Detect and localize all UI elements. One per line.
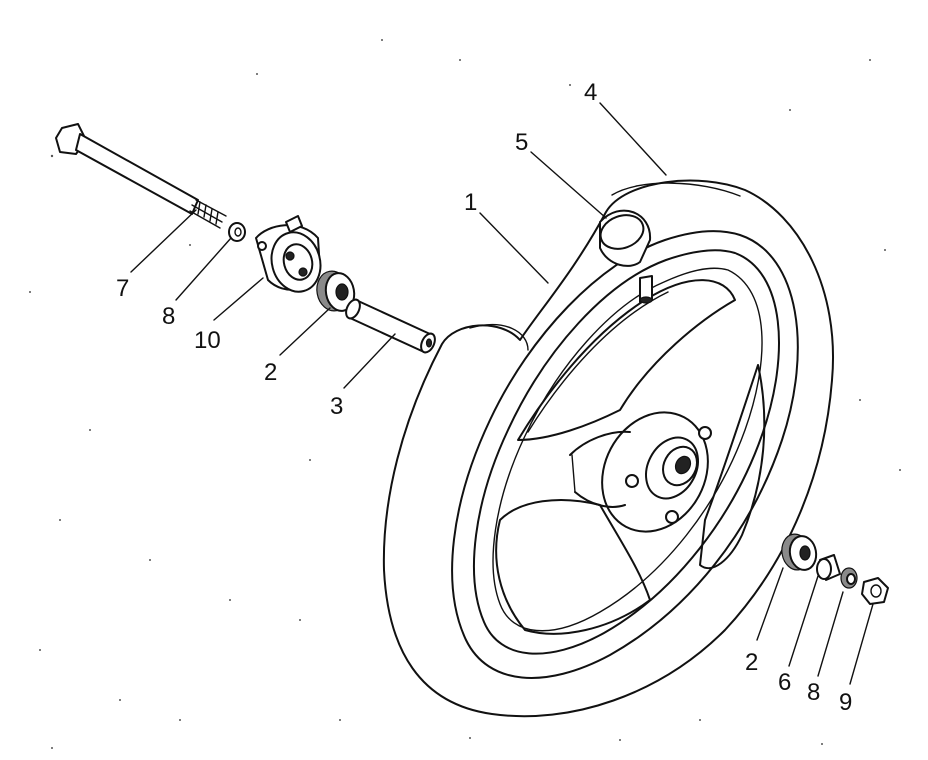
- nut: [861, 577, 889, 605]
- bearing-right: [781, 533, 818, 571]
- callout-speedometer-gear-box: 10: [194, 327, 221, 354]
- valve-cap: [599, 209, 652, 267]
- callout-collar: 6: [778, 669, 791, 696]
- callout-wheel-rim: 1: [464, 189, 477, 216]
- wheel-rim: [451, 230, 799, 679]
- callout-spacer-tube: 3: [330, 393, 343, 420]
- scan-specks: [29, 39, 901, 749]
- speedometer-gear-box: [255, 215, 322, 293]
- collar: [816, 554, 841, 581]
- leader-lines: [130, 102, 874, 685]
- spacer-tube: [345, 298, 436, 354]
- callout-valve-cap: 5: [515, 129, 528, 156]
- callout-nut: 9: [839, 689, 852, 716]
- callout-bearing-left: 2: [264, 359, 277, 386]
- axle-bolt: [55, 123, 227, 229]
- callout-tire: 4: [584, 79, 597, 106]
- callout-axle-bolt: 7: [116, 275, 129, 302]
- hub-flange: [601, 411, 709, 533]
- washer-right: [840, 567, 858, 589]
- callout-washer-right: 8: [807, 679, 820, 706]
- callouts: 1 2 3 4 5 6 7 8 9 10 2 8: [116, 79, 852, 716]
- callout-washer-left: 8: [162, 303, 175, 330]
- callout-bearing-right: 2: [745, 649, 758, 676]
- bearing-left: [316, 270, 356, 312]
- washer-left: [228, 222, 246, 242]
